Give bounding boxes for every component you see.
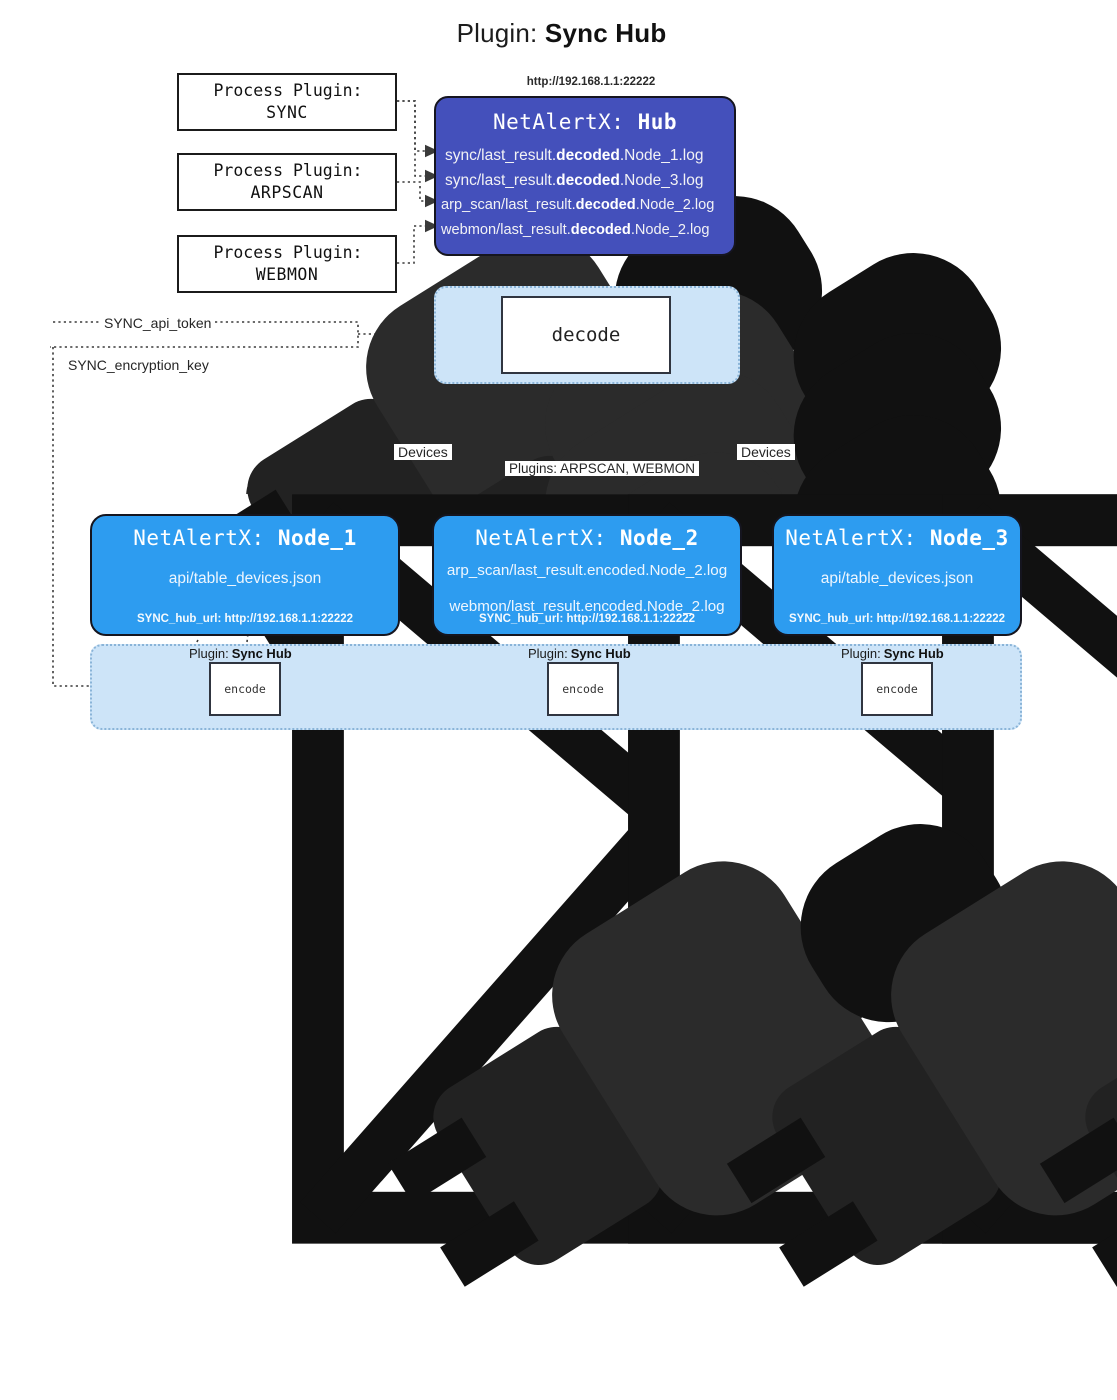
hub-title: NetAlertX: Hub	[436, 110, 734, 134]
decode-box[interactable]: decode	[501, 296, 671, 374]
process-plugin-name: SYNC	[266, 103, 308, 122]
diagram-canvas: Plugin: Sync Hub Process Plugin: SYNC	[0, 18, 1117, 1287]
edge-label-plugins-center: Plugins: ARPSCAN, WEBMON	[505, 461, 700, 476]
node-title: NetAlertX: Node_2	[475, 526, 699, 550]
process-plugin-label: Process Plugin:	[213, 242, 363, 262]
hub-log-line: sync/last_result.decoded.Node_3.log	[445, 171, 704, 189]
encode-box-1[interactable]: encode	[209, 662, 281, 716]
node-footer: SYNC_hub_url: http://192.168.1.1:22222	[136, 613, 354, 625]
node-line: api/table_devices.json	[168, 570, 322, 587]
hub-log-line: webmon/last_result.decoded.Node_2.log	[441, 221, 710, 238]
hub-url-label: http://192.168.1.1:22222	[526, 76, 656, 88]
edge-label-devices-left: Devices	[394, 444, 452, 460]
edge-label-devices-right: Devices	[737, 444, 795, 460]
process-plugin-name: ARPSCAN	[250, 183, 324, 202]
encoder-label-1: Plugin:Sync Hub	[186, 646, 1009, 1287]
hub-node[interactable]: NetAlertX: Hub sync/last_result.decoded.…	[434, 96, 736, 256]
node-line: webmon/last_result.encoded.Node_2.log	[449, 598, 725, 615]
node-footer: SYNC_hub_url: http://192.168.1.1:22222	[478, 613, 696, 625]
process-plugin-name: WEBMON	[255, 265, 319, 284]
process-plugin-sync[interactable]: Process Plugin: SYNC	[177, 73, 1002, 716]
node-title: NetAlertX: Node_1	[133, 526, 357, 550]
node-title: NetAlertX: Node_3	[785, 526, 1009, 550]
encode-box-3[interactable]: encode	[861, 662, 933, 716]
secret-label-api-token: SYNC_api_token	[100, 315, 216, 331]
node-line: api/table_devices.json	[820, 570, 974, 587]
process-plugin-arpscan[interactable]: Process Plugin: ARPSCAN	[177, 153, 1002, 796]
node-3[interactable]: NetAlertX: Node_3 api/table_devices.json…	[772, 514, 1022, 636]
encoder-label-2: Plugin:Sync Hub	[525, 646, 1117, 1287]
secret-label-encryption-key: SYNC_encryption_key	[64, 357, 213, 373]
hub-log-line: sync/last_result.decoded.Node_1.log	[445, 147, 704, 164]
encode-box-2[interactable]: encode	[547, 662, 619, 716]
page-title: Plugin: Sync Hub	[0, 18, 1117, 659]
title-name: Sync Hub	[544, 18, 667, 48]
node-footer: SYNC_hub_url: http://192.168.1.1:22222	[788, 613, 1006, 625]
node-1[interactable]: NetAlertX: Node_1 api/table_devices.json…	[90, 514, 400, 636]
node-line: arp_scan/last_result.encoded.Node_2.log	[446, 562, 728, 579]
process-plugin-label: Process Plugin:	[213, 160, 363, 180]
encoder-label-3: Plugin:Sync Hub	[838, 646, 1117, 1287]
process-plugin-label: Process Plugin:	[213, 80, 363, 100]
hub-title-prefix: NetAlertX:	[492, 110, 625, 134]
node-2[interactable]: NetAlertX: Node_2 arp_scan/last_result.e…	[432, 514, 742, 636]
hub-title-name: Hub	[637, 110, 678, 134]
hub-log-line: arp_scan/last_result.decoded.Node_2.log	[441, 197, 715, 213]
title-prefix: Plugin:	[456, 18, 538, 48]
process-plugin-webmon[interactable]: Process Plugin: WEBMON	[177, 235, 1002, 878]
